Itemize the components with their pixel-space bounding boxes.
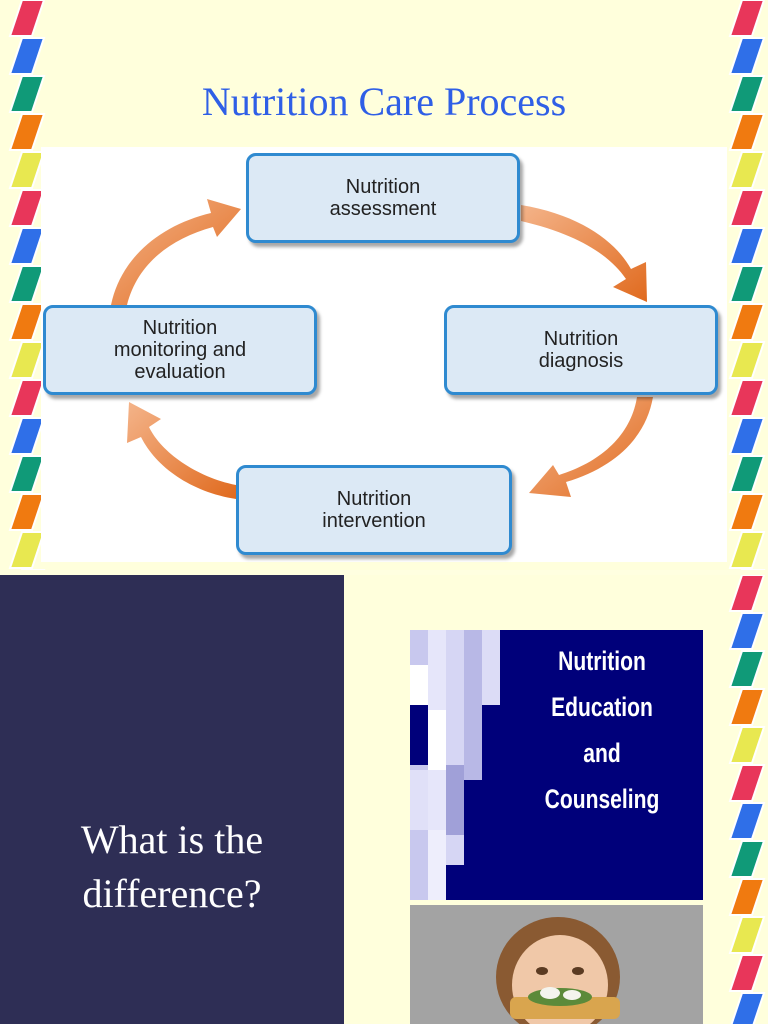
step-box-monitoring: Nutrition monitoring and evaluation bbox=[43, 305, 317, 395]
stripe-segment bbox=[728, 954, 766, 992]
slide-difference: What is the difference? Nutrition Educat… bbox=[0, 575, 768, 1024]
stripe-segment bbox=[728, 455, 766, 493]
stripe-segment bbox=[728, 151, 766, 189]
stripe-segment bbox=[8, 151, 46, 189]
step-label-diagnosis: Nutrition diagnosis bbox=[538, 328, 624, 372]
banner-title: Nutrition Education and Counseling bbox=[544, 646, 660, 814]
step-box-diagnosis: Nutrition diagnosis bbox=[444, 305, 718, 395]
stripe-segment bbox=[8, 531, 46, 569]
step-box-intervention: Nutrition intervention bbox=[236, 465, 512, 555]
stripe-segment bbox=[728, 575, 766, 612]
step-label-assessment: Nutrition assessment bbox=[329, 176, 437, 220]
care-process-diagram: Nutrition assessment Nutrition diagnosis… bbox=[41, 147, 727, 562]
stripe-segment bbox=[728, 726, 766, 764]
stripe-segment bbox=[8, 341, 46, 379]
decorative-stripe-left bbox=[4, 0, 46, 570]
stripe-segment bbox=[728, 493, 766, 531]
stripe-segment bbox=[728, 688, 766, 726]
stripe-segment bbox=[728, 37, 766, 75]
arrow-intervention-to-monitoring bbox=[127, 402, 236, 499]
child-eating-illustration bbox=[410, 905, 703, 1024]
stripe-segment bbox=[728, 227, 766, 265]
stripe-segment bbox=[8, 189, 46, 227]
question-text: What is the difference? bbox=[80, 817, 264, 916]
stripe-segment bbox=[728, 417, 766, 455]
banner-blocks-graphic bbox=[410, 630, 500, 900]
stripe-segment bbox=[8, 0, 46, 37]
question-panel: What is the difference? bbox=[0, 575, 344, 1024]
stripe-segment bbox=[730, 992, 766, 1024]
stripe-segment bbox=[728, 531, 766, 569]
stripe-segment bbox=[728, 189, 766, 227]
slide-nutrition-care-process: Nutrition Care Process Nutrition assessm… bbox=[4, 0, 766, 570]
stripe-segment bbox=[8, 493, 46, 531]
cycle-arrows bbox=[111, 199, 653, 499]
stripe-segment bbox=[728, 802, 766, 840]
decorative-stripe-right bbox=[724, 575, 766, 1024]
stripe-segment bbox=[8, 455, 46, 493]
step-box-assessment: Nutrition assessment bbox=[246, 153, 520, 243]
stripe-segment bbox=[728, 265, 766, 303]
stripe-segment bbox=[728, 113, 766, 151]
stripe-segment bbox=[728, 840, 766, 878]
stripe-segment bbox=[728, 916, 766, 954]
arrow-monitoring-to-assessment bbox=[111, 199, 241, 305]
step-label-intervention: Nutrition intervention bbox=[322, 488, 426, 532]
education-counseling-banner: Nutrition Education and Counseling bbox=[410, 630, 703, 900]
stripe-segment bbox=[728, 650, 766, 688]
stripe-segment bbox=[728, 341, 766, 379]
stripe-segment bbox=[728, 75, 766, 113]
arrow-assessment-to-diagnosis bbox=[521, 205, 647, 302]
stripe-segment bbox=[8, 379, 46, 417]
decorative-stripe-right bbox=[724, 0, 766, 570]
arrow-diagnosis-to-intervention bbox=[529, 397, 653, 497]
stripe-segment bbox=[728, 303, 766, 341]
stripe-segment bbox=[728, 764, 766, 802]
stripe-segment bbox=[8, 303, 46, 341]
stripe-segment bbox=[8, 227, 46, 265]
child-eating-photo bbox=[410, 905, 703, 1024]
stripe-segment bbox=[728, 379, 766, 417]
stripe-segment bbox=[8, 37, 46, 75]
stripe-segment bbox=[8, 265, 46, 303]
stripe-segment bbox=[8, 75, 46, 113]
stripe-segment bbox=[728, 0, 766, 37]
slide-title: Nutrition Care Process bbox=[201, 79, 567, 124]
stripe-segment bbox=[728, 878, 766, 916]
stripe-segment bbox=[8, 113, 46, 151]
step-label-monitoring: Nutrition monitoring and evaluation bbox=[113, 317, 247, 383]
stripe-segment bbox=[8, 417, 46, 455]
stripe-segment bbox=[728, 612, 766, 650]
